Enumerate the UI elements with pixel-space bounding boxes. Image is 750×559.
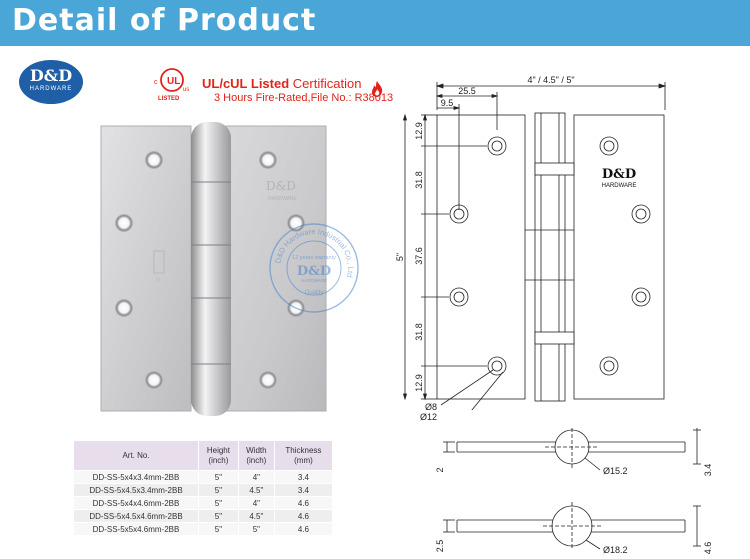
dim-overall-width: 4" / 4.5" / 5" bbox=[527, 75, 574, 85]
cell-width: 4" bbox=[237, 470, 275, 484]
dim-25-5: 25.5 bbox=[458, 86, 476, 96]
photo-engraving-brand: D&D bbox=[266, 179, 296, 193]
cell-thickness: 4.6 bbox=[273, 496, 334, 510]
ul-listed: LISTED bbox=[158, 96, 180, 102]
dim-12-9-top: 12.9 bbox=[414, 122, 424, 140]
table-row: DD-SS-5x4x3.4mm-2BB 5" 4" 3.4 bbox=[73, 470, 334, 484]
table-header-row: Art. No. Height(inch) Width(inch) Thickn… bbox=[73, 440, 334, 471]
dim-31-8-top: 31.8 bbox=[414, 171, 424, 189]
cell-height: 5" bbox=[198, 496, 239, 510]
photo-engraving-sub: HARDWARE bbox=[268, 196, 298, 202]
cell-height: 5" bbox=[198, 509, 239, 523]
table-row: DD-SS-5x4.5x4.6mm-2BB 5" 4.5" 4.6 bbox=[73, 509, 334, 523]
dim-height: 5" bbox=[395, 253, 405, 261]
dim-9-5: 9.5 bbox=[441, 98, 454, 108]
cell-height: 5" bbox=[198, 470, 239, 484]
leaf-brand-sub: HARDWARE bbox=[602, 183, 637, 189]
cell-thickness: 3.4 bbox=[273, 483, 334, 497]
col-thickness-label: Thickness bbox=[285, 445, 322, 455]
watermark-center-sub: HARDWARE bbox=[301, 278, 327, 283]
col-width-label: Width bbox=[246, 445, 267, 455]
watermark-bottom: Quality bbox=[305, 290, 324, 296]
col-height-label: Height bbox=[206, 445, 230, 455]
cell-thickness: 4.6 bbox=[273, 509, 334, 523]
dim-hole-inner: Ø8 bbox=[425, 402, 437, 410]
cert-subtitle: 3 Hours Fire-Rated,File No.: R38013 bbox=[214, 92, 394, 104]
col-art-no-label: Art. No. bbox=[122, 450, 150, 460]
cell-width: 5" bbox=[237, 522, 275, 536]
section2-total: 4.6 bbox=[703, 542, 713, 555]
section2-knuckle: Ø18.2 bbox=[603, 545, 628, 555]
section2-leaf: 2.5 bbox=[435, 540, 445, 553]
dim-37-6: 37.6 bbox=[414, 247, 424, 265]
section-views: Ø15.2 2 3.4 Ø18.2 2.5 4.6 bbox=[435, 428, 713, 555]
hinge-photo: D&D HARDWARE 5" bbox=[100, 122, 327, 416]
table-row: DD-SS-5x4.5x3.4mm-2BB 5" 4.5" 3.4 bbox=[73, 483, 334, 497]
col-height: Height(inch) bbox=[198, 440, 239, 471]
section1-total: 3.4 bbox=[703, 464, 713, 477]
section1-knuckle: Ø15.2 bbox=[603, 466, 628, 476]
header-banner: Detail of Product bbox=[0, 0, 750, 46]
watermark-center: D&D bbox=[297, 264, 331, 279]
svg-text:UL: UL bbox=[167, 76, 180, 87]
col-width-unit: (inch) bbox=[246, 455, 267, 465]
cert-title-rest: Certification bbox=[289, 76, 362, 91]
col-thickness-unit: (mm) bbox=[294, 455, 313, 465]
watermark-warranty: 12 years warranty bbox=[292, 255, 336, 261]
fire-icon bbox=[372, 81, 383, 97]
spec-table: Art. No. Height(inch) Width(inch) Thickn… bbox=[73, 440, 334, 536]
dim-hole-outer: Ø12 bbox=[420, 412, 438, 422]
ul-us: us bbox=[183, 87, 189, 93]
dim-31-8-bottom: 31.8 bbox=[414, 323, 424, 341]
cell-width: 4.5" bbox=[237, 483, 275, 497]
watermark-seal-icon: D&D Hardware Industrial Co., Ltd 12 year… bbox=[269, 223, 359, 313]
col-art-no: Art. No. bbox=[73, 440, 199, 471]
table-row: DD-SS-5x4x4.6mm-2BB 5" 4" 4.6 bbox=[73, 496, 334, 510]
cert-title: UL/cUL Listed Certification bbox=[202, 76, 361, 91]
table-row: DD-SS-5x5x4.6mm-2BB 5" 5" 4.6 bbox=[73, 522, 334, 536]
cell-height: 5" bbox=[198, 522, 239, 536]
cell-thickness: 3.4 bbox=[273, 470, 334, 484]
ul-c: c bbox=[154, 79, 158, 86]
col-width: Width(inch) bbox=[237, 440, 275, 471]
col-thickness: Thickness(mm) bbox=[273, 440, 334, 471]
cell-art-no: DD-SS-5x5x4.6mm-2BB bbox=[73, 522, 199, 536]
brand-logo: D&D HARDWARE bbox=[19, 60, 83, 104]
section1-leaf: 2 bbox=[435, 467, 445, 472]
leaf-brand: D&D bbox=[602, 167, 636, 182]
cell-width: 4" bbox=[237, 496, 275, 510]
cell-art-no: DD-SS-5x4x4.6mm-2BB bbox=[73, 496, 199, 510]
logo-brand: D&D bbox=[29, 66, 73, 85]
technical-drawing: 4" / 4.5" / 5" 25.5 9.5 D&D HARDWARE bbox=[395, 75, 667, 410]
logo-sub: HARDWARE bbox=[29, 86, 73, 92]
cell-thickness: 4.6 bbox=[273, 522, 334, 536]
cell-art-no: DD-SS-5x4.5x3.4mm-2BB bbox=[73, 483, 199, 497]
ul-mark-icon: UL c us LISTED bbox=[154, 68, 189, 102]
page-title: Detail of Product bbox=[12, 3, 317, 38]
cell-width: 4.5" bbox=[237, 509, 275, 523]
cell-art-no: DD-SS-5x4.5x4.6mm-2BB bbox=[73, 509, 199, 523]
cert-title-bold: UL/cUL Listed bbox=[202, 76, 290, 91]
col-height-unit: (inch) bbox=[208, 455, 229, 465]
dim-12-9-bottom: 12.9 bbox=[414, 374, 424, 392]
cell-art-no: DD-SS-5x4x3.4mm-2BB bbox=[73, 470, 199, 484]
photo-engraving-mark: 5" bbox=[154, 278, 160, 283]
cell-height: 5" bbox=[198, 483, 239, 497]
